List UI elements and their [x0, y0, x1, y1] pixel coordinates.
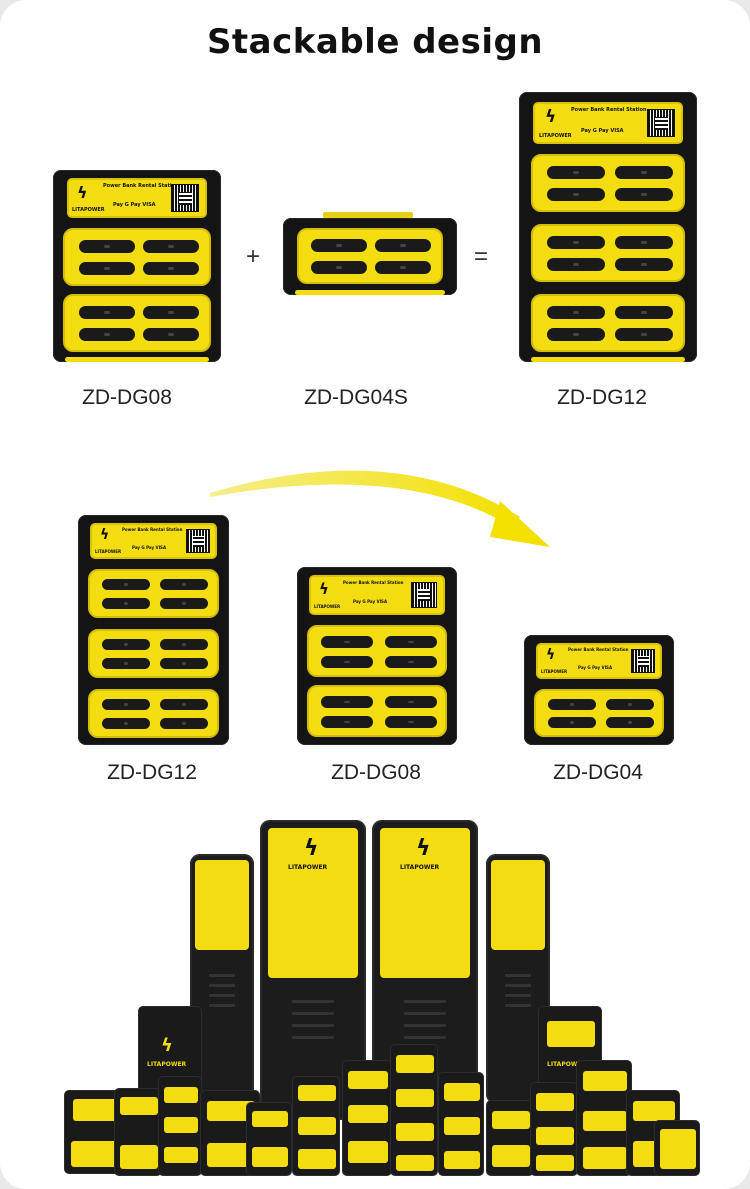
station-pay-methods: Pay G Pay VISA — [113, 202, 156, 208]
bolt-logo-icon: ϟ — [77, 183, 88, 202]
slot-row — [307, 625, 447, 677]
product-family-photo: LITAPOWER ϟ LITAPOWER ϟ ϟ LITAPOWER LITA… — [60, 820, 700, 1180]
qr-code-icon — [647, 109, 675, 137]
station-panel-title: Power Bank Rental Station — [122, 527, 183, 532]
station-panel-title: Power Bank Rental Station — [343, 580, 404, 585]
station-header-panel: ϟ LITAPOWER Power Bank Rental Station Pa… — [67, 178, 207, 218]
station-header-panel: ϟ LITAPOWER Power Bank Rental Station Pa… — [536, 643, 662, 679]
slot-row — [88, 629, 219, 678]
slot-row — [88, 569, 219, 618]
bolt-logo-icon: ϟ — [545, 107, 557, 127]
curved-arrow-icon — [210, 470, 550, 547]
station-panel-title: Power Bank Rental Station — [571, 107, 647, 113]
page-title: Stackable design — [206, 22, 544, 62]
station-zd-dg04s — [283, 212, 457, 295]
model-label: ZD-DG08 — [82, 386, 172, 409]
bolt-logo-icon: ϟ — [304, 836, 319, 861]
slot-row — [297, 228, 443, 284]
equals-sign: = — [474, 243, 489, 270]
bolt-logo-icon: ϟ — [416, 836, 431, 861]
slot-row — [531, 154, 685, 212]
slot-row — [88, 689, 219, 738]
kiosk-brand: LITAPOWER — [288, 864, 328, 871]
station-zd-dg12-row1: ϟ LITAPOWER Power Bank Rental Station Pa… — [519, 92, 697, 362]
bolt-logo-icon: ϟ — [100, 527, 110, 543]
model-label: ZD-DG12 — [557, 386, 647, 409]
station-pay-methods: Pay G Pay VISA — [132, 545, 167, 550]
station-brand: LITAPOWER — [95, 549, 122, 554]
slot-row — [531, 294, 685, 352]
station-pay-methods: Pay G Pay VISA — [353, 599, 388, 604]
station-panel-title: Power Bank Rental Station — [568, 647, 629, 652]
model-label: ZD-DG04S — [304, 386, 408, 409]
station-pay-methods: Pay G Pay VISA — [578, 665, 613, 670]
station-brand: LITAPOWER — [72, 207, 105, 213]
station-pay-methods: Pay G Pay VISA — [581, 128, 624, 134]
station-brand: LITAPOWER — [539, 133, 572, 139]
kiosk-brand: LITAPOWER — [400, 864, 440, 871]
slot-row — [307, 685, 447, 737]
slot-row — [531, 224, 685, 282]
qr-code-icon — [186, 529, 210, 553]
station-brand: LITAPOWER — [541, 669, 568, 674]
station-brand: LITAPOWER — [314, 604, 341, 609]
slot-row — [534, 689, 664, 737]
qr-code-icon — [171, 184, 199, 212]
station-header-panel: ϟ LITAPOWER Power Bank Rental Station Pa… — [309, 575, 445, 615]
station-zd-dg12-row2: ϟ LITAPOWER Power Bank Rental Station Pa… — [78, 515, 229, 745]
qr-code-icon — [631, 649, 655, 673]
model-label: ZD-DG08 — [331, 761, 421, 784]
bolt-logo-icon: ϟ — [161, 1035, 173, 1056]
station-zd-dg08-row2: ϟ LITAPOWER Power Bank Rental Station Pa… — [297, 567, 457, 745]
model-label: ZD-DG04 — [553, 761, 643, 784]
station-header-panel: ϟ LITAPOWER Power Bank Rental Station Pa… — [533, 102, 683, 144]
tower-brand: LITAPOWER — [147, 1061, 187, 1068]
plus-sign: + — [246, 243, 261, 270]
qr-code-icon — [411, 582, 437, 608]
model-label: ZD-DG12 — [107, 761, 197, 784]
slot-row — [63, 294, 211, 352]
station-zd-dg08-row1: ϟ LITAPOWER Power Bank Rental Station Pa… — [53, 170, 221, 362]
station-zd-dg04: ϟ LITAPOWER Power Bank Rental Station Pa… — [524, 635, 674, 745]
station-panel-title: Power Bank Rental Station — [103, 183, 179, 189]
station-header-panel: ϟ LITAPOWER Power Bank Rental Station Pa… — [90, 523, 217, 559]
bolt-logo-icon: ϟ — [319, 580, 329, 598]
bolt-logo-icon: ϟ — [546, 647, 556, 663]
slot-row — [63, 228, 211, 286]
tower-brand: LITAPOWER — [547, 1061, 587, 1068]
